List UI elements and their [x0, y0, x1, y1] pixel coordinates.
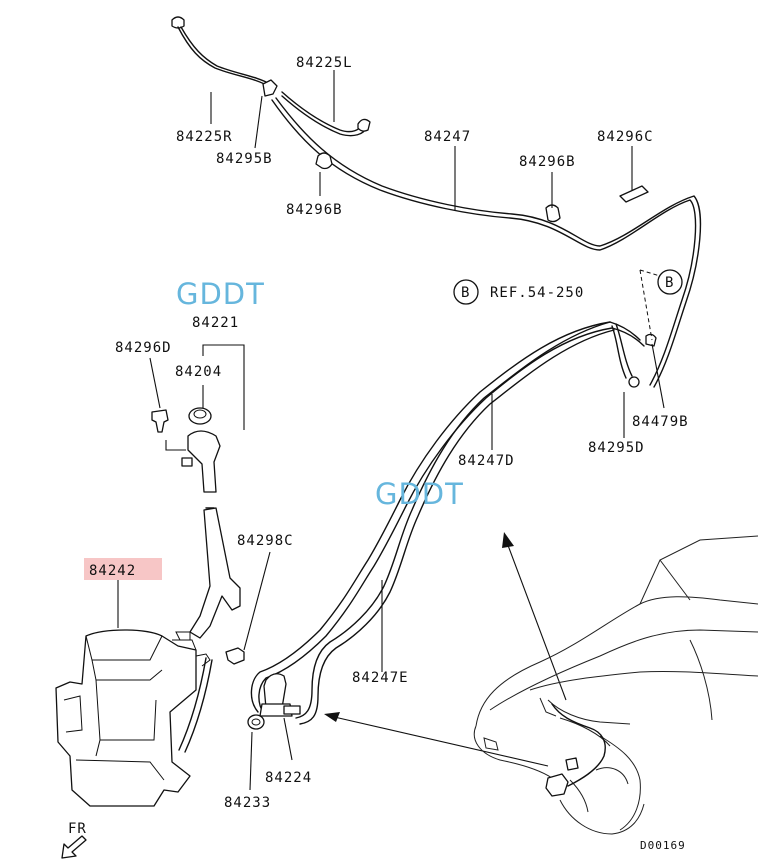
label-84298C: 84298C [237, 533, 294, 549]
label-84247E: 84247E [352, 670, 409, 686]
label-84247: 84247 [424, 129, 471, 145]
label-84225L: 84225L [296, 55, 353, 71]
filler-neck-84221 [187, 430, 221, 493]
joint-84298C [225, 647, 245, 665]
reference-marker-circle [453, 279, 479, 305]
left-nozzle [171, 16, 185, 29]
joint-84295D [628, 376, 640, 388]
label-84204: 84204 [175, 364, 222, 380]
vehicle-outline [473, 535, 758, 835]
part-number-highlight [84, 558, 162, 580]
nozzle-hose-assembly [171, 16, 702, 388]
watermark-top: GDDT [176, 277, 265, 311]
label-84296B-right: 84296B [519, 154, 576, 170]
label-84296D: 84296D [115, 340, 172, 356]
label-84225R: 84225R [176, 129, 233, 145]
detail-marker: B [665, 275, 674, 291]
front-indicator-text: FR [68, 821, 87, 837]
watermark-middle: GDDT [375, 477, 464, 511]
reference-marker: B [461, 285, 470, 301]
washer-tank-84242 [55, 558, 211, 807]
clip-84479B [645, 333, 657, 347]
label-84296B-left: 84296B [286, 202, 343, 218]
reference-text: REF.54-250 [490, 285, 584, 301]
washer-pump-84224 [259, 673, 301, 761]
label-84296C: 84296C [597, 129, 654, 145]
hose-84225R [177, 26, 269, 87]
arrow-down-left-icon [61, 835, 87, 859]
hose-84247 [271, 99, 697, 386]
hose-84247D-84247E [250, 269, 665, 725]
clip-84296B-right [545, 204, 561, 223]
label-84221: 84221 [192, 315, 239, 331]
right-nozzle [357, 118, 371, 132]
clip-84296D [151, 409, 169, 433]
label-84242: 84242 [89, 563, 136, 579]
drawing-code: D00169 [640, 839, 686, 852]
pointer-arrow-to-hood [505, 539, 567, 701]
label-84224: 84224 [265, 770, 312, 786]
label-84247D: 84247D [458, 453, 515, 469]
clip-84296C [619, 185, 649, 203]
label-84479B: 84479B [632, 414, 689, 430]
label-84295B: 84295B [216, 151, 273, 167]
label-84233: 84233 [224, 795, 271, 811]
label-84295D: 84295D [588, 440, 645, 456]
pointer-arrow-to-pump [329, 715, 549, 767]
clip-84296B-left [315, 152, 333, 170]
detail-marker-circle [657, 269, 683, 295]
filler-neck-assembly [149, 344, 245, 753]
joint-84295B [262, 79, 278, 97]
grommet-84233 [247, 714, 265, 730]
